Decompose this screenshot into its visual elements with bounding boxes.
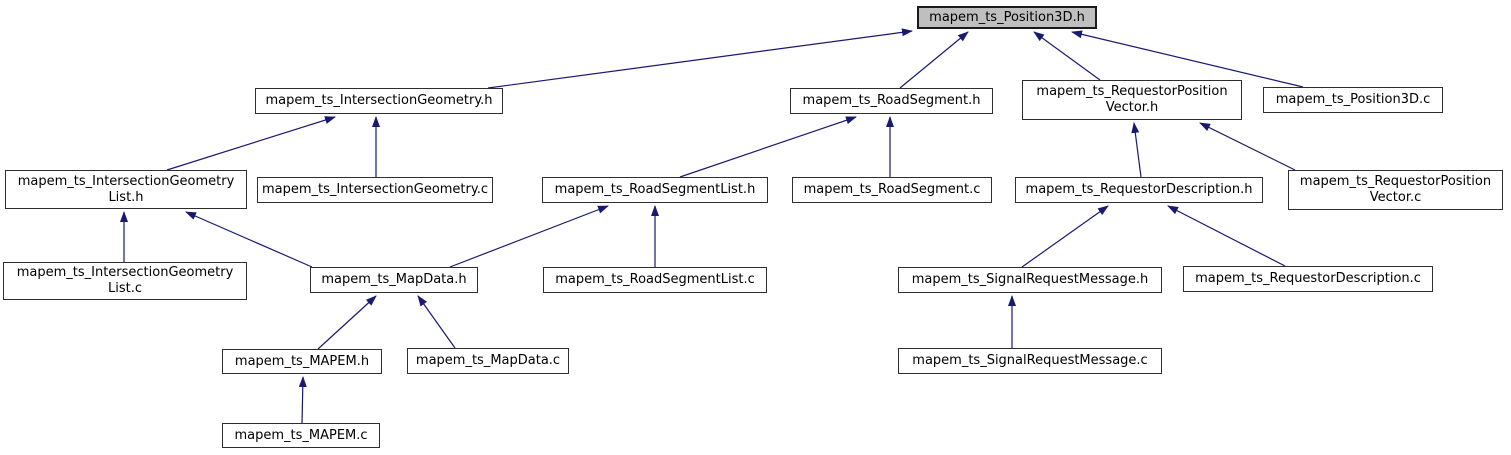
node-mapem-ts-roadsegment-c[interactable]: mapem_ts_RoadSegment.c bbox=[792, 177, 992, 203]
edge-mapdata_h-intersectiongeometrylist_h bbox=[185, 211, 313, 268]
edge-mapem_h-mapdata_h bbox=[317, 295, 377, 350]
edge-mapdata_c-mapdata_h bbox=[417, 295, 456, 349]
edge-intersectiongeometrylist_h-intersectiongeometry_h bbox=[166, 116, 336, 171]
node-mapem-ts-intersectiongeometry-h[interactable]: mapem_ts_IntersectionGeometry.h bbox=[255, 88, 503, 114]
node-mapem-ts-intersectiongeometrylist-h[interactable]: mapem_ts_IntersectionGeometry List.h bbox=[5, 170, 247, 209]
node-mapem-ts-mapdata-h[interactable]: mapem_ts_MapData.h bbox=[310, 267, 478, 293]
edge-requestordescription_c-requestordescription_h bbox=[1167, 205, 1286, 267]
node-mapem-ts-roadsegment-h[interactable]: mapem_ts_RoadSegment.h bbox=[790, 88, 993, 114]
edge-position3d_c-position3d_h bbox=[1071, 30, 1304, 88]
node-mapem-ts-position3d-c[interactable]: mapem_ts_Position3D.c bbox=[1263, 87, 1443, 113]
edge-mapem_c-mapem_h bbox=[298, 376, 307, 424]
node-mapem-ts-intersectiongeometry-c[interactable]: mapem_ts_IntersectionGeometry.c bbox=[257, 177, 493, 203]
edge-requestorpositionvector_h-position3d_h bbox=[1033, 31, 1101, 81]
edge-requestordescription_h-requestorpositionvector_h bbox=[1131, 122, 1142, 178]
node-mapem-ts-position3d-h: mapem_ts_Position3D.h bbox=[917, 6, 1097, 29]
node-mapem-ts-roadsegmentlist-h[interactable]: mapem_ts_RoadSegmentList.h bbox=[542, 177, 768, 203]
node-mapem-ts-requestordescription-h[interactable]: mapem_ts_RequestorDescription.h bbox=[1015, 177, 1263, 203]
edge-requestorpositionvector_c-requestorpositionvector_h bbox=[1199, 122, 1296, 171]
edge-intersectiongeometry_h-position3d_h bbox=[487, 28, 913, 89]
edge-roadsegmentlist_h-roadsegment_h bbox=[679, 116, 857, 178]
node-mapem-ts-requestorpositionvector-c[interactable]: mapem_ts_RequestorPosition Vector.c bbox=[1288, 170, 1503, 210]
node-mapem-ts-roadsegmentlist-c[interactable]: mapem_ts_RoadSegmentList.c bbox=[543, 267, 767, 293]
node-mapem-ts-requestordescription-c[interactable]: mapem_ts_RequestorDescription.c bbox=[1183, 266, 1433, 292]
node-mapem-ts-requestorpositionvector-h[interactable]: mapem_ts_RequestorPosition Vector.h bbox=[1022, 80, 1242, 120]
node-mapem-ts-signalrequestmessage-c[interactable]: mapem_ts_SignalRequestMessage.c bbox=[898, 348, 1162, 374]
node-mapem-ts-mapem-h[interactable]: mapem_ts_MAPEM.h bbox=[222, 349, 382, 374]
edge-roadsegment_h-position3d_h bbox=[899, 31, 969, 89]
node-mapem-ts-mapdata-c[interactable]: mapem_ts_MapData.c bbox=[407, 348, 569, 374]
node-mapem-ts-mapem-c[interactable]: mapem_ts_MAPEM.c bbox=[222, 423, 380, 448]
node-mapem-ts-signalrequestmessage-h[interactable]: mapem_ts_SignalRequestMessage.h bbox=[898, 267, 1162, 293]
node-mapem-ts-intersectiongeometrylist-c[interactable]: mapem_ts_IntersectionGeometry List.c bbox=[3, 262, 247, 300]
edge-mapdata_h-roadsegmentlist_h bbox=[449, 205, 609, 268]
edge-signalrequestmessage_h-requestordescription_h bbox=[1021, 205, 1109, 268]
